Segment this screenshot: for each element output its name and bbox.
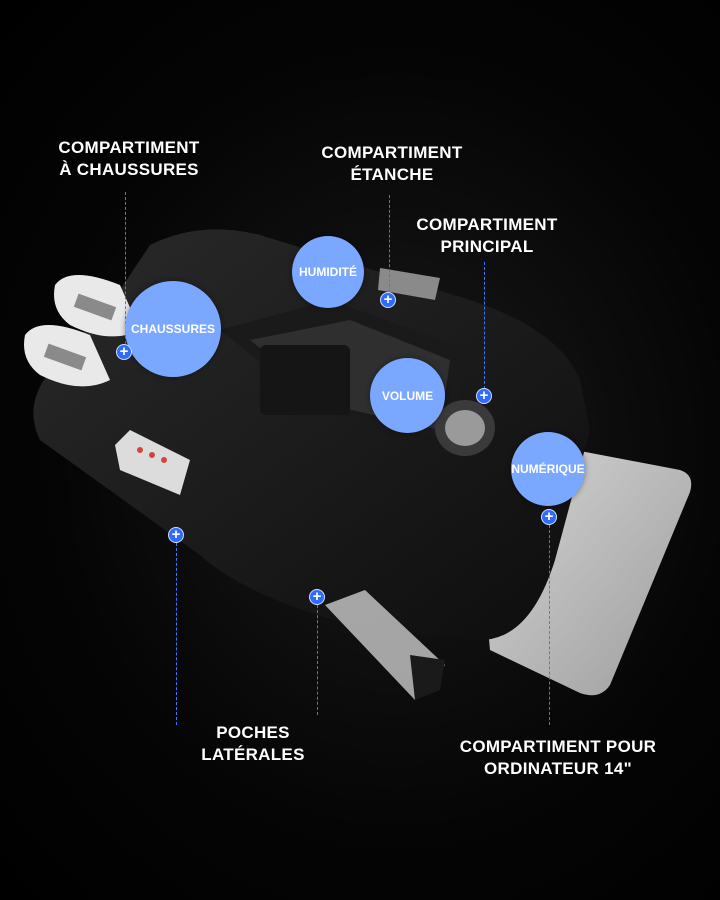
- label-side-pockets: POCHES LATÉRALES: [170, 722, 336, 766]
- leader-line-main: [484, 262, 485, 389]
- plus-icon[interactable]: +: [309, 589, 325, 605]
- plus-icon[interactable]: +: [476, 388, 492, 404]
- label-line: À CHAUSSURES: [59, 160, 199, 179]
- label-line: COMPARTIMENT: [416, 215, 558, 234]
- label-line: LATÉRALES: [201, 745, 305, 764]
- power-bank-image: [115, 430, 190, 495]
- bubble-shoes: CHAUSSURES: [125, 281, 221, 377]
- water-bottle-image: [325, 590, 445, 700]
- bubble-volume: VOLUME: [370, 358, 445, 433]
- label-laptop-compartment: COMPARTIMENT POUR ORDINATEUR 14": [420, 736, 696, 780]
- plus-icon[interactable]: +: [116, 344, 132, 360]
- label-line: PRINCIPAL: [440, 237, 534, 256]
- leader-line-bottle: [317, 605, 318, 715]
- bubble-humidity: HUMIDITÉ: [292, 236, 364, 308]
- label-line: COMPARTIMENT POUR: [459, 737, 657, 756]
- label-waterproof-compartment: COMPARTIMENT ÉTANCHE: [292, 142, 492, 186]
- label-line: ÉTANCHE: [350, 165, 434, 184]
- label-shoe-compartment: COMPARTIMENT À CHAUSSURES: [30, 137, 228, 181]
- shoes-image: [24, 275, 140, 387]
- label-line: COMPARTIMENT: [58, 138, 200, 157]
- label-main-compartment: COMPARTIMENT PRINCIPAL: [386, 214, 588, 258]
- leader-line-waterproof: [389, 195, 390, 292]
- plus-icon[interactable]: +: [541, 509, 557, 525]
- plus-icon[interactable]: +: [168, 527, 184, 543]
- label-line: ORDINATEUR 14": [484, 759, 632, 778]
- plus-icon[interactable]: +: [380, 292, 396, 308]
- leader-line-laptop: [549, 525, 550, 725]
- leader-line-shoes: [125, 192, 126, 344]
- label-line: COMPARTIMENT: [321, 143, 463, 162]
- bubble-digital: NUMÉRIQUE: [511, 432, 585, 506]
- inner-items: [260, 268, 495, 456]
- leader-line-side-pockets: [176, 543, 177, 725]
- label-line: POCHES: [216, 723, 290, 742]
